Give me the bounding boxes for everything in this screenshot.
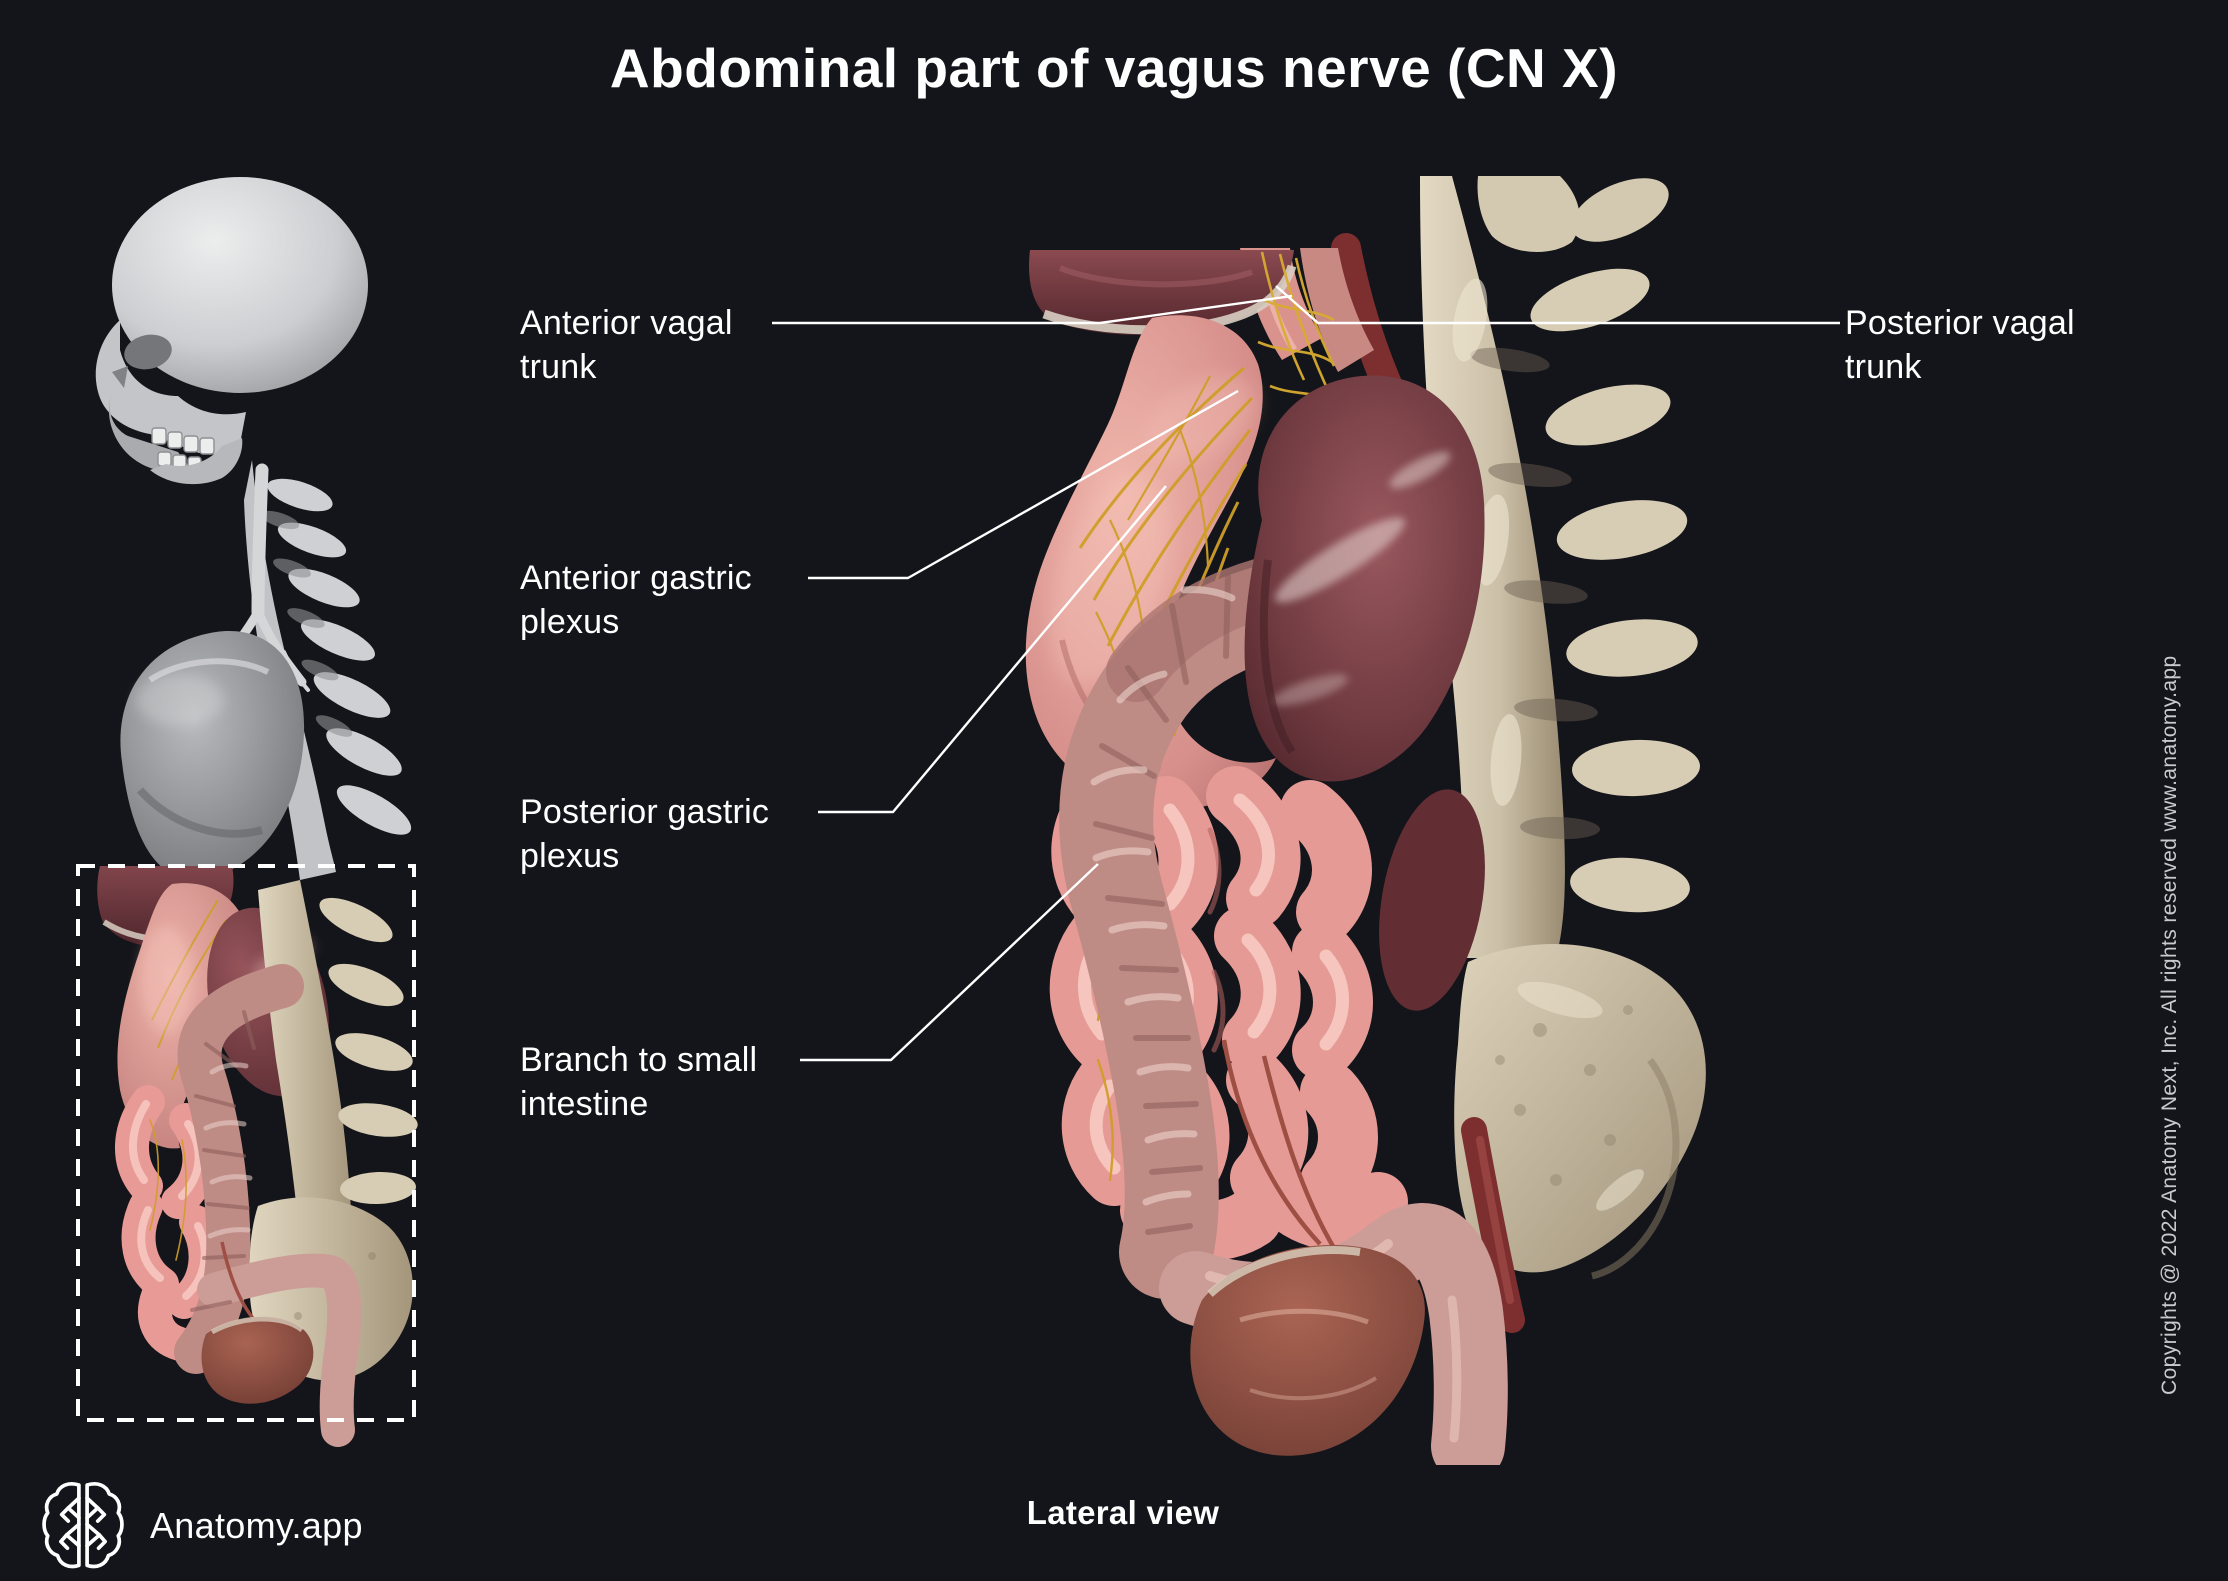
kidney [1379,789,1485,1011]
label-anterior-vagal-trunk: Anterior vagal trunk [520,304,733,386]
thumbnail-colon [174,964,362,1447]
page-title: Abdominal part of vagus nerve (CN X) [609,37,1619,99]
thumbnail-heart [120,631,305,881]
thumbnail-figure [76,177,418,1447]
sacrum [1454,943,1706,1280]
ureters [1221,1039,1336,1250]
abdomen-highlight-box [76,864,416,1422]
label-posterior-vagal-trunk: Posterior vagal trunk [1845,304,2075,386]
brain-icon [42,1482,124,1569]
thumbnail-spine-gray [244,460,412,880]
thumbnail-bladder [201,1241,314,1404]
view-caption: Lateral view [1026,1494,1220,1531]
label-posterior-gastric-plexus: Posterior gastric plexus [520,793,770,875]
label-branch-to-small-intestine: Branch to small intestine [520,1041,758,1123]
vertebral-column [1420,176,1700,958]
brand-name: Anatomy.app [150,1505,363,1546]
spleen [1244,375,1485,782]
bladder [1190,1245,1425,1456]
brand-logo: Anatomy.app [42,1478,363,1574]
copyright-notice: Copyrights @ 2022 Anatomy Next, Inc. All… [2158,655,2181,1395]
thumbnail-skull [95,177,368,485]
main-figure [1025,176,1706,1465]
label-anterior-gastric-plexus: Anterior gastric plexus [520,559,752,641]
